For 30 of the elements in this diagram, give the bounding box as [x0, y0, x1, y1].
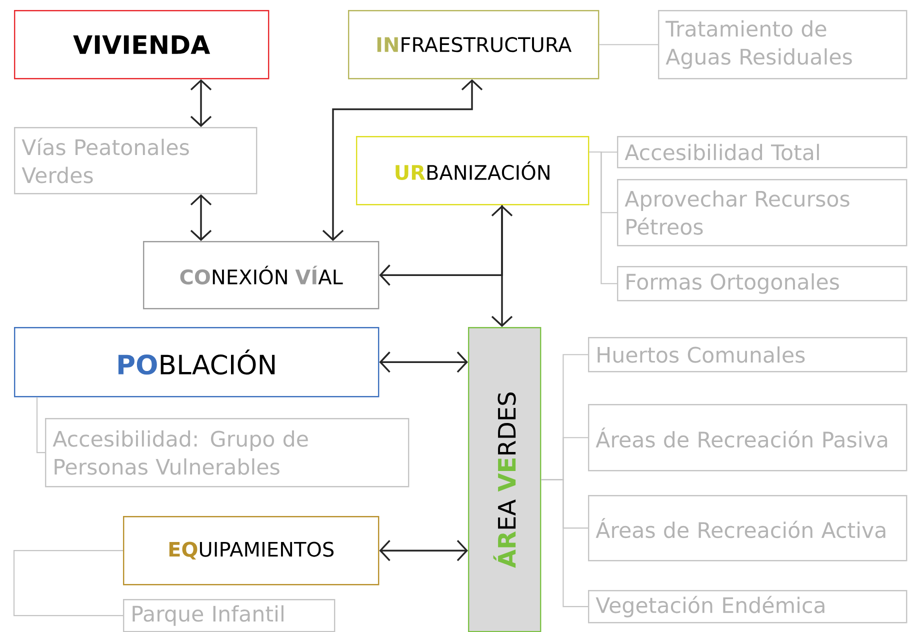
connector-line [36, 397, 45, 454]
connector-line [589, 151, 617, 284]
item-box: Accesibilidad: Grupo de Personas Vulnerables [45, 418, 410, 488]
category-box: INFRAESTRUCTURA [348, 10, 600, 80]
item-box: Vías Peatonales Verdes [14, 127, 258, 194]
double-arrow [379, 352, 468, 373]
double-arrow [379, 205, 513, 286]
item-box: Huertos Comunales [588, 337, 908, 372]
item-box: Accesibilidad Total [617, 136, 908, 168]
item-box: Formas Ortogonales [617, 266, 908, 302]
item-box: Áreas de Recreación Pasiva [588, 404, 908, 472]
item-box: Vegetación Endémica [588, 590, 908, 624]
category-box: CONEXIÓN VÍAL [143, 241, 380, 310]
item-box: Áreas de Recreación Activa [588, 495, 908, 562]
connector-line [541, 479, 588, 608]
category-box: VIVIENDA [14, 10, 270, 80]
double-arrow [190, 79, 212, 127]
connector-line [599, 44, 658, 46]
double-arrow [379, 540, 468, 562]
vertical-box: ÁREA VERDES [468, 327, 542, 632]
category-box: POBLACIÓN [14, 327, 380, 398]
item-box: Aprovechar Recursos Pétreos [617, 179, 908, 246]
arrow [491, 205, 513, 327]
item-box: Parque Infantil [123, 599, 336, 632]
connector-line [13, 550, 123, 616]
item-box: Tratamiento de Aguas Residuales [658, 10, 908, 80]
double-arrow [190, 194, 212, 241]
double-arrow [322, 79, 483, 241]
category-box: URBANIZACIÓN [356, 136, 590, 206]
category-box: EQUIPAMIENTOS [123, 516, 380, 586]
